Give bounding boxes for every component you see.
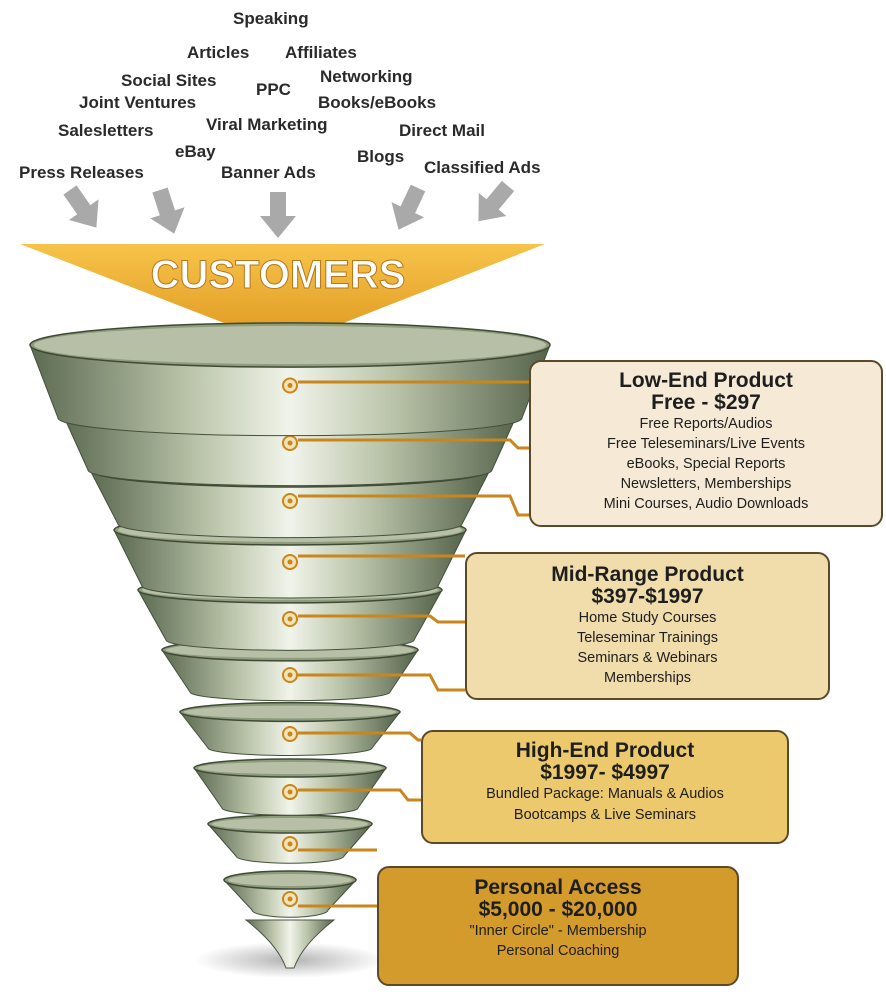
ring-marker-icon — [282, 891, 298, 907]
tier-item: Seminars & Webinars — [577, 650, 718, 666]
funnel-body — [29, 322, 551, 978]
source-direct-mail: Direct Mail — [399, 121, 485, 140]
tier-item: Free Reports/Audios — [639, 416, 773, 432]
funnel-ring — [29, 322, 551, 437]
tier-title: Personal Access — [474, 876, 642, 899]
source-viral-marketing: Viral Marketing — [206, 115, 328, 134]
tier-item: Bootcamps & Live Seminars — [513, 807, 697, 823]
source-speaking: Speaking — [233, 9, 309, 28]
tier-item: Teleseminar Trainings — [576, 630, 719, 646]
arrow-icon — [478, 180, 515, 222]
funnel-ring — [193, 758, 387, 816]
source-ebay: eBay — [175, 142, 216, 161]
ring-marker-icon — [282, 726, 298, 742]
connector-line — [298, 673, 465, 692]
tier-item: Newsletters, Memberships — [620, 476, 792, 492]
tier-item: Personal Coaching — [496, 943, 620, 959]
source-classified-ads: Classified Ads — [424, 158, 541, 177]
funnel-ring — [206, 814, 374, 864]
ring-marker-icon — [282, 784, 298, 800]
tier-box-low-end: Low-End Product Free - $297 Free Reports… — [529, 360, 883, 527]
connector-line — [298, 614, 465, 624]
tier-price: $397-$1997 — [591, 585, 704, 608]
source-salesletters: Salesletters — [58, 121, 154, 140]
arrow-icon — [391, 184, 426, 230]
connector-line — [298, 438, 530, 450]
ring-marker-icon — [282, 377, 298, 394]
ring-marker-icon — [282, 435, 298, 451]
ring-marker-icon — [282, 836, 298, 852]
source-articles: Articles — [187, 43, 250, 62]
tier-item: eBooks, Special Reports — [626, 456, 786, 472]
source-books-ebooks: Books/eBooks — [318, 93, 437, 112]
tier-item: Home Study Courses — [578, 610, 717, 626]
tier-box-high-end: High-End Product $1997- $4997 Bundled Pa… — [421, 730, 789, 844]
tier-item: "Inner Circle" - Membership — [469, 923, 647, 939]
tier-box-mid-range: Mid-Range Product $397-$1997 Home Study … — [465, 552, 830, 700]
ring-marker-icon — [282, 554, 298, 570]
tier-title: High-End Product — [515, 739, 695, 762]
tier-price: $5,000 - $20,000 — [478, 898, 638, 921]
arrow-icon — [63, 185, 99, 228]
tier-item: Memberships — [603, 670, 692, 686]
arrows-layer — [63, 180, 515, 238]
tier-price: $1997- $4997 — [540, 761, 670, 784]
customers-banner — [20, 244, 545, 340]
tier-item: Free Teleseminars/Live Events — [607, 436, 805, 452]
source-blogs: Blogs — [357, 147, 405, 166]
connector-line — [298, 788, 421, 802]
tier-item: Bundled Package: Manuals & Audios — [486, 786, 724, 802]
source-joint-ventures: Joint Ventures — [79, 93, 197, 112]
ring-marker-icon — [282, 667, 298, 683]
funnel-ring — [222, 870, 358, 918]
tier-item: Mini Courses, Audio Downloads — [603, 496, 809, 512]
connector-line — [298, 494, 530, 517]
tier-title: Low-End Product — [619, 369, 793, 392]
customers-label: CUSTOMERS — [151, 253, 406, 297]
source-ppc: PPC — [256, 80, 291, 99]
source-banner-ads: Banner Ads — [221, 163, 316, 182]
connector-line — [298, 731, 421, 742]
tier-box-personal-access: Personal Access $5,000 - $20,000 "Inner … — [377, 866, 739, 986]
arrow-icon — [150, 187, 185, 234]
arrow-icon — [260, 192, 296, 238]
connector-lines — [298, 380, 530, 908]
tier-price: Free - $297 — [651, 391, 761, 414]
funnel-ring — [178, 701, 402, 756]
tier-title: Mid-Range Product — [551, 563, 744, 586]
source-social-sites: Social Sites — [121, 71, 217, 90]
funnel-tip — [244, 919, 336, 969]
source-networking: Networking — [320, 67, 413, 86]
ring-marker-icon — [282, 493, 298, 509]
source-press-releases: Press Releases — [19, 163, 144, 182]
ring-marker-icon — [282, 611, 298, 627]
source-affiliates: Affiliates — [285, 43, 357, 62]
